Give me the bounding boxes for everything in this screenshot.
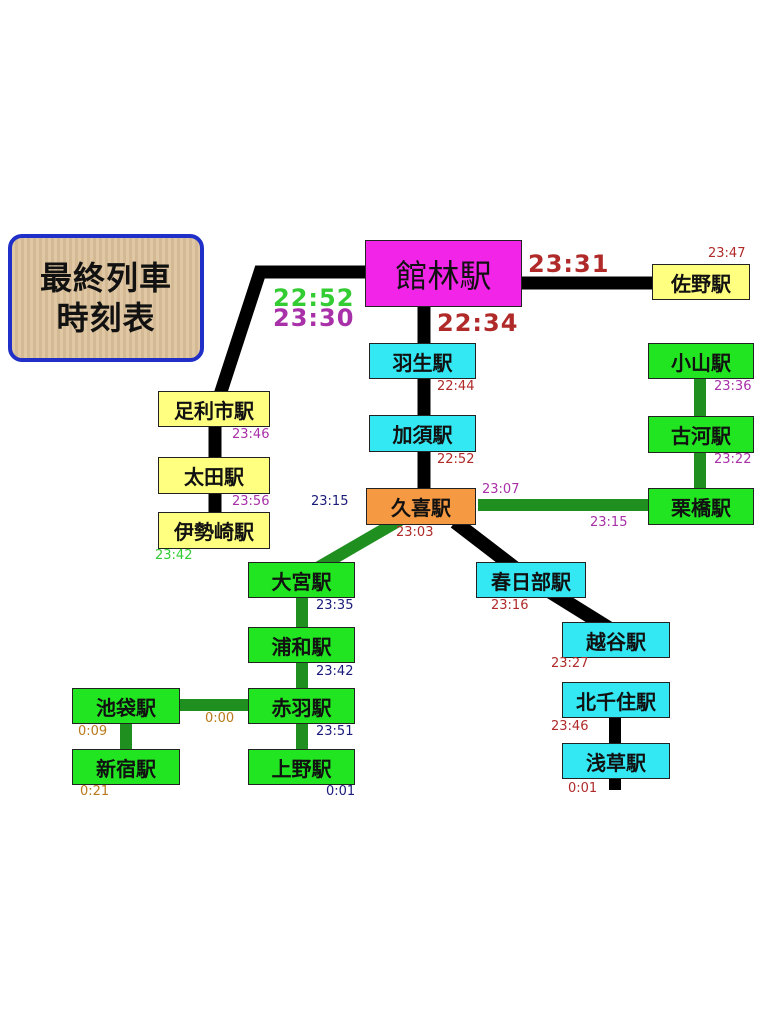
station-koga: 古河駅 (648, 416, 754, 453)
time-kuki-right: 23:07 (482, 482, 520, 497)
time-tatebayashi-ashikaga-purple: 23:30 (273, 304, 355, 332)
time-kurihashi: 23:15 (590, 515, 628, 530)
time-ashikagashi: 23:46 (232, 427, 270, 442)
time-akabane-ikebukuro: 0:00 (205, 711, 235, 726)
time-kuki-below: 23:03 (396, 525, 434, 540)
station-tatebayashi: 館林駅 (365, 240, 522, 307)
station-ashikagashi: 足利市駅 (158, 391, 270, 427)
station-urawa: 浦和駅 (248, 627, 355, 663)
time-ikebukuro: 0:09 (78, 724, 108, 739)
station-ota: 太田駅 (158, 457, 270, 494)
station-kurihashi: 栗橋駅 (648, 488, 754, 525)
time-urawa: 23:42 (316, 664, 354, 679)
title-line-1: 最終列車 (39, 259, 172, 297)
time-omiya: 23:35 (316, 598, 354, 613)
time-kazo: 22:52 (437, 452, 475, 467)
time-asakusa: 0:01 (568, 781, 598, 796)
time-kitasenju: 23:46 (551, 719, 589, 734)
station-oyama: 小山駅 (648, 343, 754, 379)
time-koga: 23:22 (714, 452, 752, 467)
station-kazo: 加須駅 (369, 415, 476, 452)
time-kasukabe: 23:16 (491, 598, 529, 613)
time-tatebayashi-sano: 23:31 (528, 250, 610, 278)
station-sano: 佐野駅 (652, 264, 750, 300)
time-isesaki: 23:42 (155, 548, 193, 563)
station-omiya: 大宮駅 (248, 562, 355, 598)
time-ota: 23:56 (232, 494, 270, 509)
time-hanyu: 22:44 (437, 379, 475, 394)
time-tatebayashi-hanyu: 22:34 (437, 309, 519, 337)
station-kuki: 久喜駅 (366, 488, 476, 525)
station-ikebukuro: 池袋駅 (72, 688, 180, 724)
station-asakusa: 浅草駅 (562, 743, 670, 779)
station-koshigaya: 越谷駅 (562, 622, 670, 658)
time-koshigaya: 23:27 (551, 656, 589, 671)
time-kuki-left: 23:15 (311, 494, 349, 509)
station-hanyu: 羽生駅 (369, 343, 476, 379)
station-isesaki: 伊勢崎駅 (158, 512, 270, 549)
time-oyama: 23:36 (714, 379, 752, 394)
time-shinjuku: 0:21 (80, 784, 110, 799)
station-akabane: 赤羽駅 (248, 688, 355, 724)
time-ueno: 0:01 (326, 784, 356, 799)
time-sano: 23:47 (708, 246, 746, 261)
station-shinjuku: 新宿駅 (72, 749, 180, 785)
title-box: 最終列車 時刻表 (8, 234, 204, 362)
station-kasukabe: 春日部駅 (476, 562, 586, 598)
station-ueno: 上野駅 (248, 749, 355, 785)
time-tatebayashi-ashikaga-green: 22:52 (273, 284, 355, 312)
time-akabane: 23:51 (316, 724, 354, 739)
title-line-2: 時刻表 (56, 299, 156, 337)
station-kitasenju: 北千住駅 (562, 682, 670, 718)
